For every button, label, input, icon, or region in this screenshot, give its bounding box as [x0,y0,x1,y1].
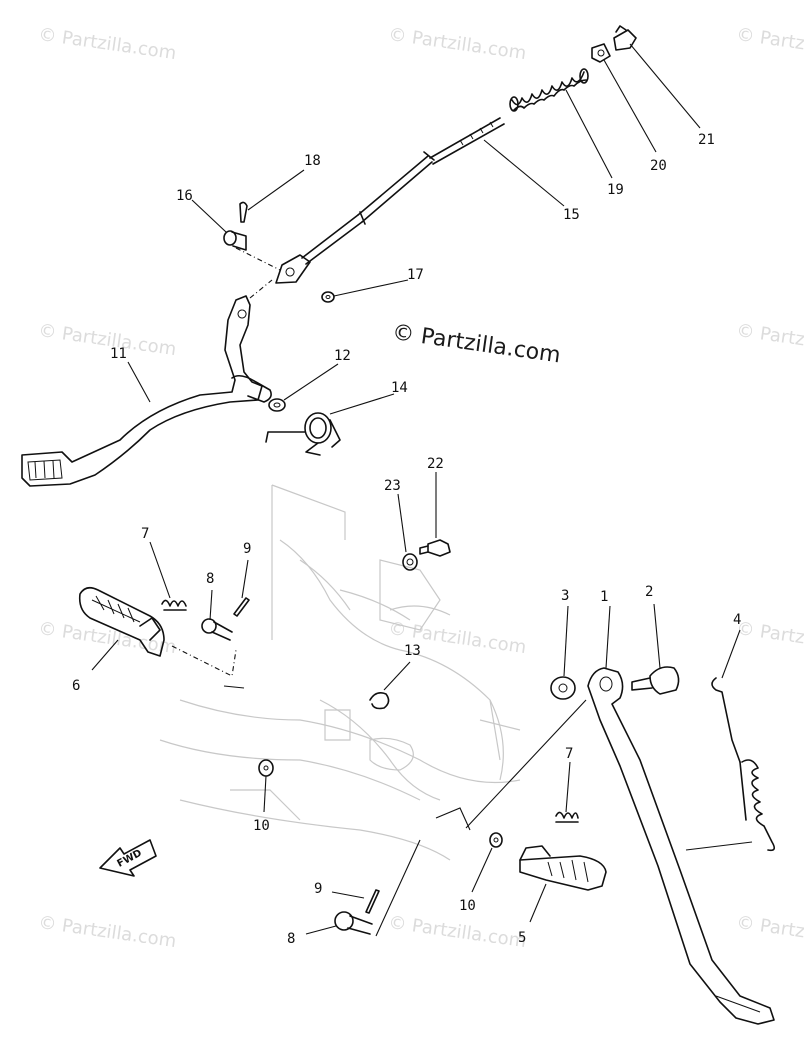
part-footrest-right [519,845,607,891]
leader-lines [171,247,753,937]
callout-12: 12 [334,348,351,364]
part-cotter-9-lower [365,889,380,914]
part-collar-23 [402,553,418,571]
part-washer-12 [268,398,286,412]
part-washer-10-right [489,832,503,848]
callout-21: 21 [698,132,715,148]
callout-22: 22 [427,456,444,472]
callout-numbers: 1 2 3 4 5 6 7 7 8 8 9 9 10 10 11 12 13 1… [72,132,741,947]
part-cotter-9-upper [233,597,250,617]
part-spring-19 [509,68,589,112]
part-washer-17 [321,291,335,303]
part-cotter-pin-18 [239,201,248,223]
part-wing-nut-21 [613,25,637,51]
callout-4: 4 [733,612,741,628]
callout-11: 11 [110,346,127,362]
callout-10-right: 10 [459,898,476,914]
callout-2: 2 [645,584,653,600]
callout-9-lower: 9 [314,881,322,897]
part-spring-4 [711,677,776,852]
part-footrest-left [78,586,165,657]
part-washer-10-left [258,759,274,777]
part-spring-7-upper [161,599,187,611]
part-bolt-22 [419,539,451,557]
part-spring-7-lower [555,811,579,823]
callout-19: 19 [607,182,624,198]
callout-23: 23 [384,478,401,494]
callout-13: 13 [404,643,421,659]
callout-8-lower: 8 [287,931,295,947]
callout-17: 17 [407,267,424,283]
callout-8-upper: 8 [206,571,214,587]
callout-15: 15 [563,207,580,223]
part-pin-8-upper [201,618,233,641]
callout-9-upper: 9 [243,541,251,557]
fwd-arrow-icon: FWD [99,839,157,877]
callout-20: 20 [650,158,667,174]
callout-lines [91,43,741,935]
part-nut-20 [591,43,611,63]
frame-outline [159,484,521,861]
part-collar-3 [550,676,576,700]
callout-14: 14 [391,380,408,396]
callout-6: 6 [72,678,80,694]
part-brake-pedal [21,295,272,487]
part-side-stand [587,667,775,1025]
callout-3: 3 [561,588,569,604]
part-return-spring [265,412,341,456]
part-pin-8-lower [334,911,373,935]
part-brake-rod [275,117,505,284]
part-circlip-13 [369,692,390,710]
callout-7-lower: 7 [565,746,573,762]
callout-7-upper: 7 [141,526,149,542]
callout-18: 18 [304,153,321,169]
callout-16: 16 [176,188,193,204]
callout-10-left: 10 [253,818,270,834]
part-bolt-2 [631,666,680,695]
callout-1: 1 [600,589,608,605]
part-pin-16 [223,230,247,251]
callout-5: 5 [518,930,526,946]
